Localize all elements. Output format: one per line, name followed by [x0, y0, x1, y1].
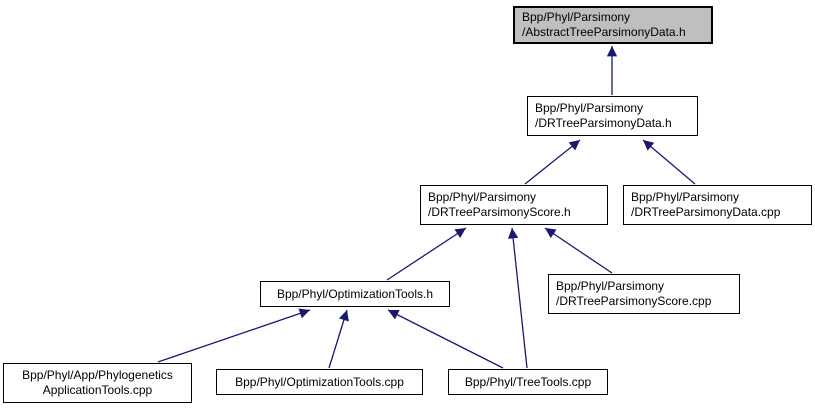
node-dr-tree-parsimony-score-h[interactable]: Bpp/Phyl/Parsimony /DRTreeParsimonyScore…	[420, 185, 608, 225]
node-label-line: Bpp/Phyl/TreeTools.cpp	[464, 374, 592, 389]
node-label-line: Bpp/Phyl/App/Phylogenetics	[22, 368, 173, 382]
node-label-line: Bpp/Phyl/Parsimony	[631, 190, 740, 204]
node-label-line: /DRTreeParsimonyScore.cpp	[556, 294, 712, 308]
edge-n9-n3	[507, 227, 528, 369]
edge-n3-n2	[524, 139, 581, 185]
node-label-line: /DRTreeParsimonyData.cpp	[631, 205, 781, 219]
node-abstract-tree-parsimony-data-h: Bpp/Phyl/Parsimony /AbstractTreeParsimon…	[513, 6, 713, 44]
node-label-line: Bpp/Phyl/Parsimony	[535, 101, 644, 115]
node-label-line: /DRTreeParsimonyData.h	[535, 116, 672, 130]
edge-n5-n3	[386, 227, 467, 281]
node-phylogenetics-application-tools-cpp[interactable]: Bpp/Phyl/App/Phylogenetics ApplicationTo…	[3, 363, 192, 403]
edge-n4-n2	[642, 139, 696, 185]
node-dr-tree-parsimony-score-cpp[interactable]: Bpp/Phyl/Parsimony /DRTreeParsimonyScore…	[548, 274, 740, 314]
node-label-line: Bpp/Phyl/OptimizationTools.cpp	[235, 374, 404, 389]
node-tree-tools-cpp[interactable]: Bpp/Phyl/TreeTools.cpp	[448, 369, 608, 395]
node-label-line: ApplicationTools.cpp	[42, 383, 153, 397]
node-label-line: Bpp/Phyl/Parsimony	[522, 10, 631, 24]
node-label-line: /DRTreeParsimonyScore.h	[428, 205, 571, 219]
node-optimization-tools-h[interactable]: Bpp/Phyl/OptimizationTools.h	[260, 281, 450, 307]
edge-n8-n5	[328, 309, 349, 369]
node-label-line: Bpp/Phyl/Parsimony	[556, 279, 665, 293]
node-dr-tree-parsimony-data-cpp[interactable]: Bpp/Phyl/Parsimony /DRTreeParsimonyData.…	[623, 185, 812, 225]
node-label-line: Bpp/Phyl/Parsimony	[428, 190, 537, 204]
node-dr-tree-parsimony-data-h[interactable]: Bpp/Phyl/Parsimony /DRTreeParsimonyData.…	[527, 96, 698, 136]
node-label-line: /AbstractTreeParsimonyData.h	[522, 25, 686, 39]
node-label-line: Bpp/Phyl/OptimizationTools.h	[276, 286, 434, 301]
edge-n9-n5	[387, 309, 504, 369]
node-optimization-tools-cpp[interactable]: Bpp/Phyl/OptimizationTools.cpp	[216, 369, 423, 395]
edge-n7-n5	[157, 308, 311, 363]
edge-n6-n3	[544, 227, 613, 274]
